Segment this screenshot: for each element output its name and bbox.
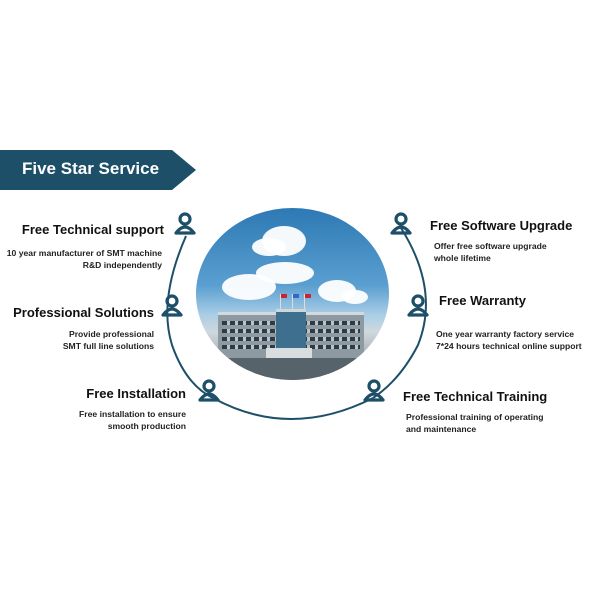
service-desc-technical-training: Professional training of operating and m…: [406, 411, 544, 435]
service-title-free-installation: Free Installation: [86, 386, 186, 401]
desc-line: 10 year manufacturer of SMT machine: [6, 248, 162, 258]
desc-line: Professional training of operating: [406, 412, 544, 422]
desc-line: SMT full line solutions: [62, 341, 154, 351]
service-title-free-warranty: Free Warranty: [439, 293, 526, 308]
service-desc-professional-solutions: Provide professional SMT full line solut…: [63, 328, 154, 352]
person-icon: [407, 294, 429, 317]
desc-line: One year warranty factory service: [436, 329, 575, 339]
section-banner: Five Star Service: [0, 150, 196, 190]
desc-line: Free installation to ensure: [79, 409, 186, 419]
service-desc-free-warranty: One year warranty factory service 7*24 h…: [436, 328, 582, 352]
service-title-software-upgrade: Free Software Upgrade: [430, 218, 573, 233]
banner-title: Five Star Service: [22, 159, 160, 178]
forecourt: [196, 358, 389, 380]
desc-line: whole lifetime: [434, 253, 491, 263]
person-icon: [174, 212, 196, 235]
person-icon: [390, 212, 412, 235]
desc-line: Offer free software upgrade: [434, 241, 547, 251]
company-building-photo: [196, 208, 389, 380]
cloud: [342, 290, 368, 304]
service-desc-software-upgrade: Offer free software upgrade whole lifeti…: [434, 240, 547, 264]
service-desc-free-installation: Free installation to ensure smooth produ…: [79, 408, 186, 432]
desc-line: Provide professional: [68, 329, 154, 339]
left-arc: [166, 235, 214, 399]
person-icon: [161, 294, 183, 317]
service-title-professional-solutions: Professional Solutions: [13, 305, 154, 320]
service-title-technical-training: Free Technical Training: [403, 389, 548, 404]
service-title-technical-support: Free Technical support: [21, 222, 164, 237]
desc-line: 7*24 hours technical online support: [436, 341, 582, 351]
desc-line: R&D independently: [82, 260, 162, 270]
desc-line: smooth production: [107, 421, 186, 431]
desc-line: and maintenance: [406, 424, 477, 434]
person-icon: [198, 379, 220, 402]
right-arc: [372, 227, 427, 399]
cloud: [222, 274, 276, 300]
bottom-arc: [212, 397, 374, 420]
office-building: [218, 309, 364, 361]
person-icon: [363, 379, 385, 402]
cloud: [252, 238, 286, 256]
service-desc-technical-support: 10 year manufacturer of SMT machine R&D …: [7, 247, 162, 271]
